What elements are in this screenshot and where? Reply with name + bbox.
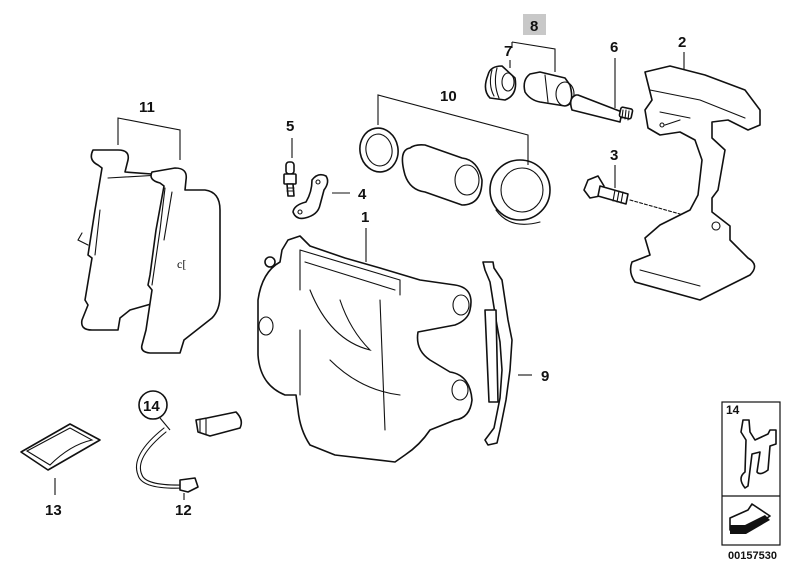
inset-panel: 14 00157530 xyxy=(721,401,781,562)
anti-rattle-spring[interactable] xyxy=(482,261,513,446)
callout-8-highlight xyxy=(523,14,546,35)
callout-9[interactable]: 9 xyxy=(541,368,549,385)
drawing-number: 00157530 xyxy=(728,550,777,562)
protective-cap[interactable] xyxy=(484,65,517,101)
brake-caliper-housing[interactable] xyxy=(257,235,473,463)
callout-6[interactable]: 6 xyxy=(610,39,618,56)
guide-sleeve-set[interactable] xyxy=(523,71,575,107)
svg-text:c[: c[ xyxy=(177,257,186,271)
callout-3[interactable]: 3 xyxy=(610,147,618,164)
callout-7[interactable]: 7 xyxy=(504,43,512,60)
clip-with-arrow-icon xyxy=(729,419,777,534)
callout-1[interactable]: 1 xyxy=(361,209,369,226)
callout-13[interactable]: 13 xyxy=(45,502,62,519)
brake-pad-set[interactable]: c[ xyxy=(77,149,221,354)
callout-10[interactable]: 10 xyxy=(440,88,457,105)
callout-5[interactable]: 5 xyxy=(286,118,294,135)
inset-label: 14 xyxy=(726,403,740,417)
guide-bolt[interactable] xyxy=(569,94,634,123)
wear-sensor[interactable] xyxy=(136,411,243,493)
callout-11[interactable]: 11 xyxy=(139,99,155,116)
bracket-clip[interactable] xyxy=(292,173,329,220)
caliper-carrier[interactable] xyxy=(629,65,761,301)
callout-14[interactable]: 14 xyxy=(143,398,160,415)
leader-11 xyxy=(117,117,181,160)
bleeder-valve[interactable] xyxy=(283,161,297,197)
callout-12[interactable]: 12 xyxy=(175,502,192,519)
grease-packet[interactable] xyxy=(20,423,101,471)
piston-repair-kit[interactable] xyxy=(356,125,551,225)
hex-bolt[interactable] xyxy=(583,175,681,215)
callout-14-circle xyxy=(138,390,168,420)
callout-2[interactable]: 2 xyxy=(678,34,686,51)
callout-8[interactable]: 8 xyxy=(530,18,538,35)
callout-4[interactable]: 4 xyxy=(358,186,367,203)
